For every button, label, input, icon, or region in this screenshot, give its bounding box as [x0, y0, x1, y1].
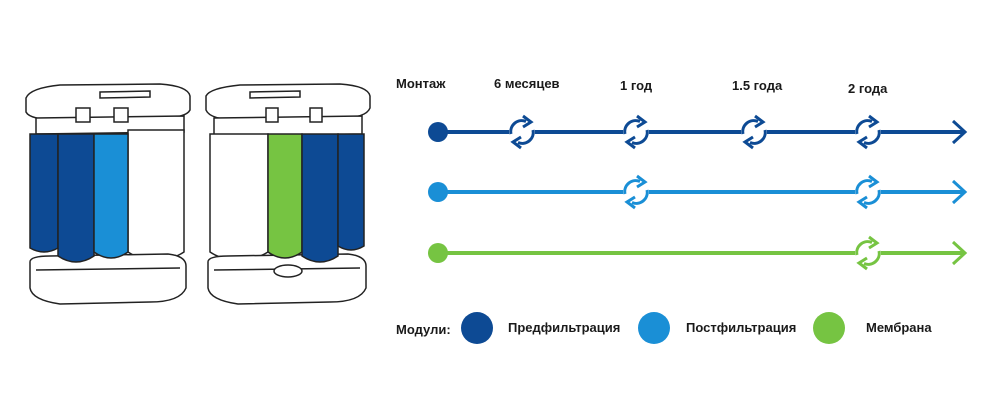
filter-base	[207, 253, 367, 305]
cartridge-prefilter	[337, 133, 365, 251]
connector	[75, 107, 91, 123]
refresh-cycle-icon	[855, 235, 881, 271]
arrow-right-icon	[951, 240, 968, 266]
cartridge-prefilter	[57, 133, 95, 263]
filter-unit-right	[205, 83, 371, 305]
start-dot-icon	[428, 182, 448, 202]
connector	[113, 107, 129, 123]
interval-label-2-years: 2 года	[848, 81, 888, 96]
start-dot-icon	[428, 122, 448, 142]
base-line	[35, 267, 181, 271]
arrow-right-icon	[951, 179, 968, 205]
legend-title: Модули:	[396, 322, 451, 337]
refresh-cycle-icon	[741, 114, 767, 150]
legend-label-prefilter: Предфильтрация	[508, 320, 621, 335]
interval-label-6-months: 6 месяцев	[494, 76, 560, 91]
connector	[265, 107, 279, 123]
refresh-cycle-icon	[509, 114, 535, 150]
interval-label-1-5-years: 1.5 года	[732, 78, 783, 93]
legend-label-postfilter: Постфильтрация	[686, 320, 797, 335]
refresh-cycle-icon	[855, 114, 881, 150]
refresh-cycle-icon	[855, 174, 881, 210]
cartridges-left	[29, 133, 129, 263]
start-dot-icon	[428, 243, 448, 263]
filter-unit-left	[25, 83, 191, 305]
drain-port	[273, 264, 303, 278]
lid-handle	[249, 90, 301, 99]
cartridge-prefilter	[301, 133, 339, 263]
arrow-right-icon	[951, 119, 968, 145]
interval-label-1-year: 1 год	[620, 78, 653, 93]
lid-handle	[99, 90, 151, 99]
cartridge-postfilter	[93, 133, 129, 259]
refresh-cycle-icon	[623, 114, 649, 150]
cartridges-right	[267, 133, 365, 263]
connector	[309, 107, 323, 123]
legend-label-membrane: Мембрана	[866, 320, 932, 335]
refresh-cycle-icon	[623, 174, 649, 210]
filter-base	[29, 253, 187, 305]
start-label: Монтаж	[396, 76, 446, 91]
